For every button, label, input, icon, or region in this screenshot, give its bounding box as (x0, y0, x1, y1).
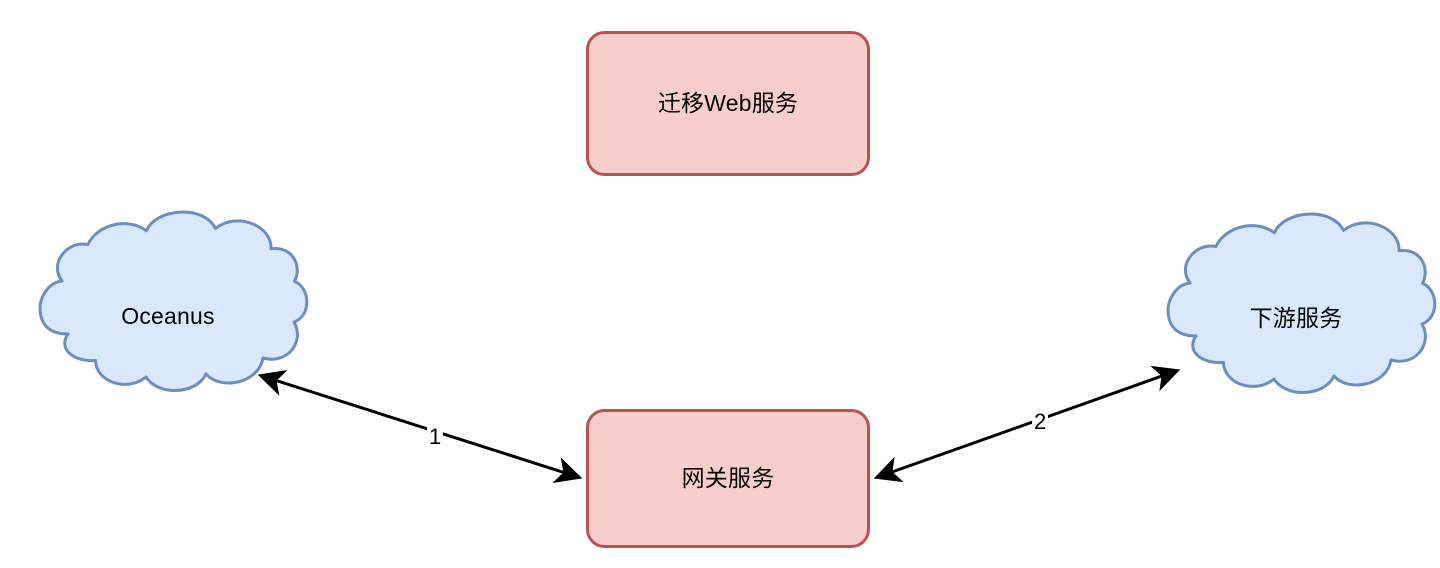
node-oceanus-shape[interactable] (38, 210, 309, 392)
edge-2-connector[interactable] (873, 365, 1181, 483)
node-migrate-web-service-shape[interactable] (586, 31, 870, 176)
node-gateway-service-shape[interactable] (586, 409, 870, 548)
edge-1-connector[interactable] (257, 369, 583, 484)
node-downstream-service-shape[interactable] (1166, 212, 1437, 394)
